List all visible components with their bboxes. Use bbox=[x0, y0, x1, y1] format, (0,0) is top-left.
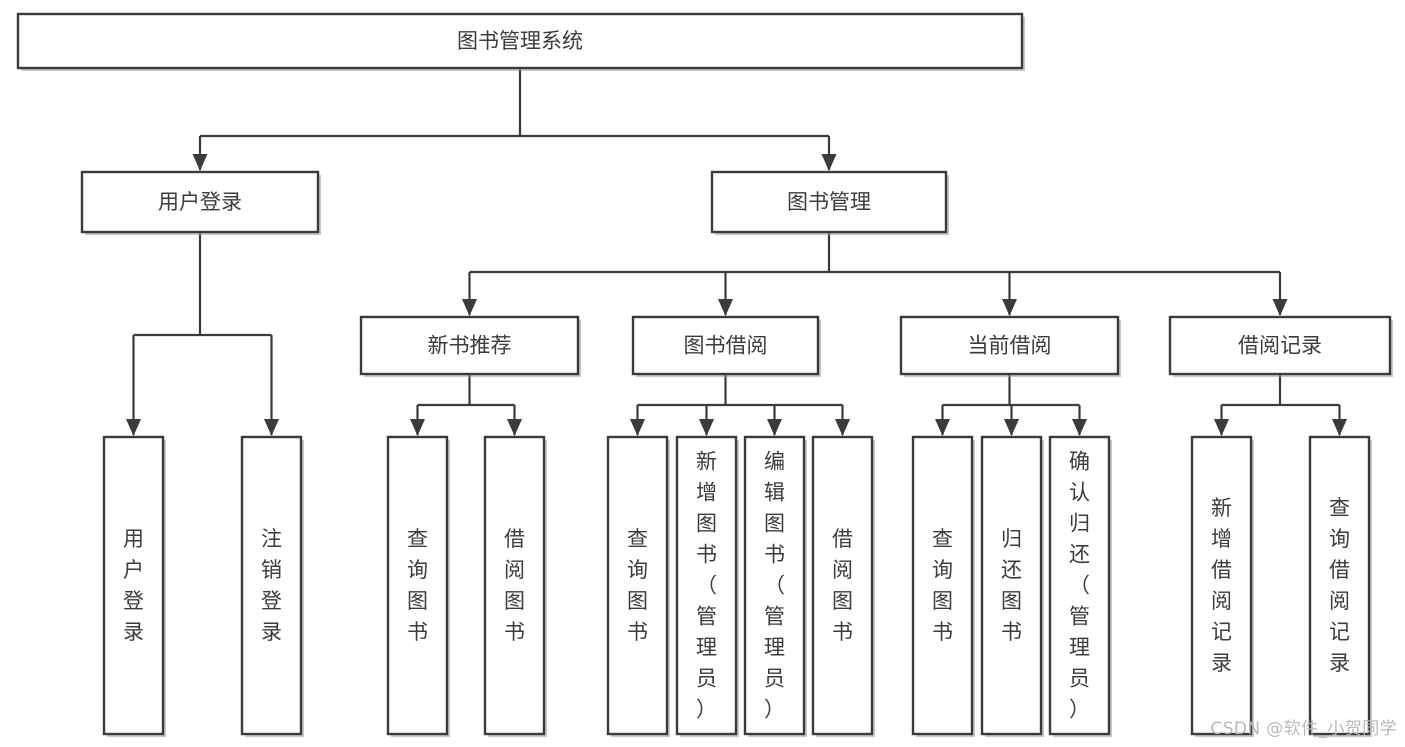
arrowhead-icon bbox=[264, 419, 279, 436]
arrowhead-icon bbox=[630, 419, 645, 436]
arrowhead-icon bbox=[410, 419, 425, 436]
node-user-login[interactable]: 用户登录 bbox=[80, 170, 321, 235]
node-label: 借阅图书 bbox=[832, 527, 853, 644]
connector-layer bbox=[126, 68, 1347, 436]
arrowhead-icon bbox=[1072, 419, 1087, 436]
node-label: 查询图书 bbox=[932, 527, 953, 644]
node-rect[interactable] bbox=[899, 315, 1120, 376]
arrowhead-icon bbox=[835, 419, 850, 436]
node-rect[interactable] bbox=[359, 315, 580, 376]
node-rect[interactable] bbox=[675, 435, 738, 736]
node-rect[interactable] bbox=[911, 435, 974, 736]
node-leaf-borrow-book[interactable]: 借阅图书 bbox=[811, 435, 875, 737]
node-rect[interactable] bbox=[606, 435, 669, 736]
node-leaf-return-book[interactable]: 归还图书 bbox=[980, 435, 1044, 737]
node-label: 当前借阅 bbox=[968, 334, 1052, 358]
node-label: 图书管理 bbox=[787, 190, 871, 214]
arrowhead-icon bbox=[462, 299, 477, 316]
node-rect[interactable] bbox=[980, 435, 1043, 736]
node-current-borrow[interactable]: 当前借阅 bbox=[899, 315, 1121, 377]
node-label: 图书管理系统 bbox=[457, 29, 583, 53]
arrowhead-icon bbox=[192, 154, 208, 171]
node-rect[interactable] bbox=[631, 315, 820, 376]
node-leaf-edit-book[interactable]: 编辑图书（管理员） bbox=[743, 435, 807, 737]
node-label: 新书推荐 bbox=[428, 334, 512, 358]
arrowhead-icon bbox=[821, 154, 837, 171]
node-rect[interactable] bbox=[710, 170, 948, 234]
node-label: 借阅记录 bbox=[1238, 334, 1322, 358]
node-leaf-user-login[interactable]: 用户登录 bbox=[102, 435, 166, 737]
arrowhead-icon bbox=[718, 299, 733, 316]
node-leaf-query-book-rec[interactable]: 查询图书 bbox=[386, 435, 450, 737]
arrowhead-icon bbox=[1272, 299, 1288, 316]
node-leaf-add-book[interactable]: 新增图书（管理员） bbox=[675, 435, 739, 737]
node-label: 用户登录 bbox=[158, 190, 242, 214]
node-layer: 图书管理系统用户登录图书管理新书推荐图书借阅当前借阅借阅记录用户登录注销登录查询… bbox=[16, 12, 1393, 737]
node-label: 查询图书 bbox=[407, 527, 428, 644]
node-label: 图书借阅 bbox=[684, 334, 768, 358]
arrowhead-icon bbox=[126, 419, 141, 436]
node-root-图书管理系统[interactable]: 图书管理系统 bbox=[16, 12, 1025, 71]
node-rect[interactable] bbox=[16, 12, 1024, 70]
node-rect[interactable] bbox=[102, 435, 165, 736]
arrowhead-icon bbox=[1004, 419, 1019, 436]
node-leaf-query-record[interactable]: 查询借阅记录 bbox=[1308, 435, 1372, 737]
node-label: 归还图书 bbox=[1001, 527, 1022, 644]
node-leaf-confirm-return[interactable]: 确认归还（管理员） bbox=[1048, 435, 1112, 737]
node-book-manage[interactable]: 图书管理 bbox=[710, 170, 949, 235]
arrowhead-icon bbox=[935, 419, 950, 436]
arrowhead-icon bbox=[507, 419, 522, 436]
node-label: 借阅图书 bbox=[504, 527, 525, 644]
node-borrow-record[interactable]: 借阅记录 bbox=[1168, 315, 1393, 377]
node-rect[interactable] bbox=[1190, 435, 1253, 736]
node-label: 确认归还（管理员） bbox=[1069, 450, 1090, 722]
node-label: 查询借阅记录 bbox=[1329, 496, 1350, 675]
arrowhead-icon bbox=[1332, 419, 1347, 436]
node-label: 新增借阅记录 bbox=[1211, 496, 1232, 675]
node-rect[interactable] bbox=[1168, 315, 1392, 376]
arrowhead-icon bbox=[699, 419, 714, 436]
node-rect[interactable] bbox=[1308, 435, 1371, 736]
node-label: 编辑图书（管理员） bbox=[764, 450, 785, 722]
node-leaf-query-book-cur[interactable]: 查询图书 bbox=[911, 435, 975, 737]
node-label: 新增图书（管理员） bbox=[696, 450, 717, 722]
node-leaf-query-book-borrow[interactable]: 查询图书 bbox=[606, 435, 670, 737]
arrowhead-icon bbox=[767, 419, 782, 436]
node-leaf-logout[interactable]: 注销登录 bbox=[240, 435, 304, 737]
node-rect[interactable] bbox=[811, 435, 874, 736]
node-rect[interactable] bbox=[386, 435, 449, 736]
node-rect[interactable] bbox=[240, 435, 303, 736]
node-rect[interactable] bbox=[1048, 435, 1111, 736]
node-rect[interactable] bbox=[743, 435, 806, 736]
node-leaf-add-record[interactable]: 新增借阅记录 bbox=[1190, 435, 1254, 737]
arrowhead-icon bbox=[1214, 419, 1229, 436]
node-book-borrow[interactable]: 图书借阅 bbox=[631, 315, 821, 377]
arrowhead-icon bbox=[1002, 299, 1017, 316]
node-label: 用户登录 bbox=[123, 527, 144, 644]
node-label: 注销登录 bbox=[261, 527, 282, 644]
node-rect[interactable] bbox=[483, 435, 546, 736]
node-leaf-borrow-book-rec[interactable]: 借阅图书 bbox=[483, 435, 547, 737]
node-label: 查询图书 bbox=[627, 527, 648, 644]
node-new-book-recommend[interactable]: 新书推荐 bbox=[359, 315, 581, 377]
node-rect[interactable] bbox=[80, 170, 320, 234]
